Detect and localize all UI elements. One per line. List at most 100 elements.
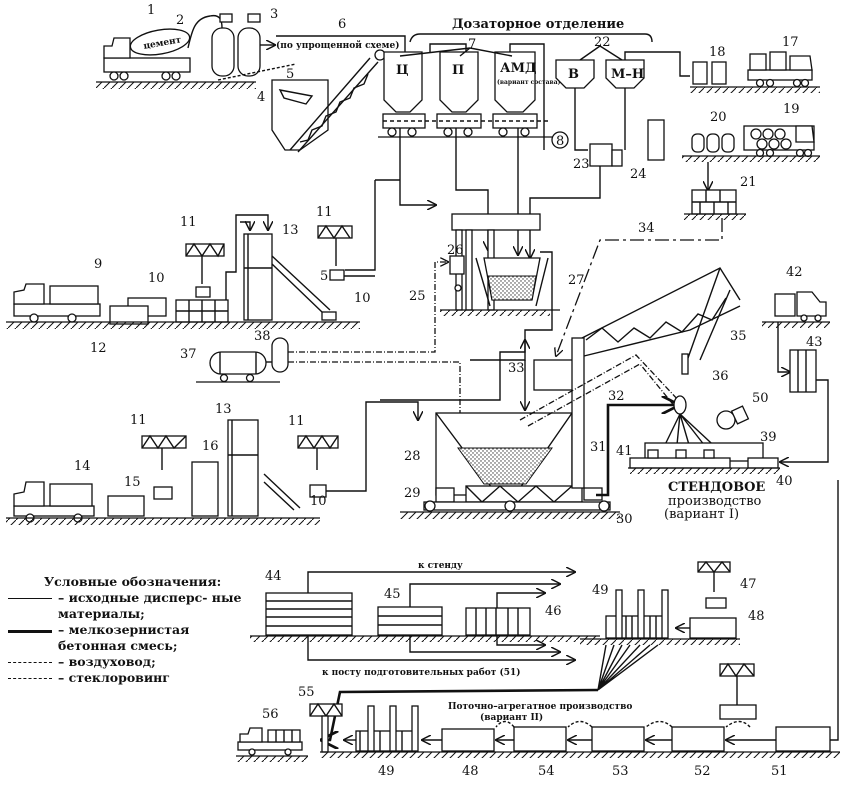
callout-42: 42 — [786, 265, 803, 280]
callout-11-d: 11 — [288, 414, 305, 429]
callout-48-top: 48 — [748, 609, 765, 624]
callout-35: 35 — [730, 329, 747, 344]
crane-11-a — [185, 242, 225, 298]
hopper-label-sand: П — [452, 63, 464, 78]
callout-32: 32 — [608, 389, 625, 404]
crane-55 — [309, 702, 343, 753]
bobbins-33 — [533, 359, 575, 391]
callout-17: 17 — [782, 35, 799, 50]
callout-48-bottom: 48 — [462, 764, 479, 779]
callout-47: 47 — [740, 577, 757, 592]
callout-18: 18 — [709, 45, 726, 60]
callout-7: 7 — [468, 37, 476, 52]
legend-line-thin-solid — [8, 590, 58, 606]
callout-23: 23 — [573, 157, 590, 172]
containers-18 — [692, 61, 727, 85]
callout-40: 40 — [776, 474, 793, 489]
callout-38: 38 — [254, 329, 271, 344]
tower-13-b — [227, 419, 301, 517]
products-49-top — [605, 589, 669, 639]
post-52 — [671, 726, 725, 752]
callout-43: 43 — [806, 335, 823, 350]
receiver-38 — [271, 337, 289, 373]
callout-16: 16 — [202, 439, 219, 454]
callout-28: 28 — [404, 449, 421, 464]
callout-37: 37 — [180, 347, 197, 362]
callout-11-a: 11 — [180, 215, 197, 230]
pallet-15 — [107, 495, 145, 517]
callout-6: 6 — [338, 17, 346, 32]
callout-49-bottom: 49 — [378, 764, 395, 779]
stack-44 — [265, 592, 353, 636]
post-54 — [513, 726, 567, 752]
callout-12: 12 — [90, 341, 107, 356]
callout-29: 29 — [404, 486, 421, 501]
callout-10-b: 10 — [354, 291, 371, 306]
camera-50 — [716, 405, 750, 430]
crane-11-d — [297, 434, 339, 498]
legend-line-dash-dot — [8, 670, 58, 686]
hopper-label-mn: М–Н — [611, 67, 644, 82]
callout-5-b: 5 — [320, 269, 328, 284]
callout-56: 56 — [262, 707, 279, 722]
callout-4: 4 — [257, 90, 265, 105]
legend-item-glass-roving: – стеклоровинг — [8, 670, 258, 686]
callout-50: 50 — [752, 391, 769, 406]
amd-note: (вариант состава) — [497, 79, 561, 86]
legend-item-concrete-mix: – мелкозернистая бетонная смесь; — [8, 622, 258, 654]
callout-10-c: 10 — [310, 494, 327, 509]
callout-8: 8 — [556, 134, 564, 149]
mold-48-top — [689, 617, 737, 639]
simplified-scheme-note: (по упрощенной схеме) — [276, 40, 399, 51]
callout-11-b: 11 — [316, 205, 333, 220]
callout-2: 2 — [176, 13, 184, 28]
hopper-label-amd: АМД — [500, 61, 537, 76]
stack-45 — [377, 606, 443, 636]
blocks-21 — [691, 189, 737, 215]
stand-production-line2: производство — [668, 494, 762, 509]
truck-17 — [747, 51, 813, 88]
callout-5-top: 5 — [286, 67, 294, 82]
legend-item-dispersed-materials: – исходные дисперс- ные материалы; — [8, 590, 258, 622]
callout-14: 14 — [74, 459, 91, 474]
stand-production-title: СТЕНДОВОЕ — [668, 480, 765, 495]
stand-production-line3: (вариант I) — [664, 507, 739, 522]
stack-43 — [789, 349, 817, 393]
callout-25: 25 — [409, 289, 426, 304]
inclined-conveyor-6 — [289, 49, 386, 153]
callout-31: 31 — [590, 440, 607, 455]
callout-19: 19 — [783, 102, 800, 117]
callout-27: 27 — [568, 273, 585, 288]
legend-item-air-duct: – воздуховод; — [8, 654, 258, 670]
tower-13-a — [243, 233, 331, 321]
callout-36: 36 — [712, 369, 729, 384]
cement-truck-1: цемент — [103, 28, 191, 81]
spray-gun-36 — [673, 395, 687, 415]
silos-3 — [211, 13, 261, 77]
callout-20: 20 — [710, 110, 727, 125]
products-49-bottom — [355, 705, 419, 752]
post-51 — [775, 726, 831, 752]
crane-11-b — [317, 224, 353, 281]
callout-39: 39 — [760, 430, 777, 445]
to-stand-label: к стенду — [418, 561, 463, 571]
blocks-10 — [109, 297, 167, 325]
forklift-42 — [774, 291, 827, 322]
mold-48-bottom — [441, 728, 495, 752]
hoppers-22: В М–Н — [555, 59, 645, 89]
truck-56 — [237, 727, 303, 756]
compressor-37 — [209, 351, 267, 383]
callout-34: 34 — [638, 221, 655, 236]
callout-49-top: 49 — [592, 583, 609, 598]
truck-14 — [13, 481, 95, 523]
to-prep-post-label: к посту подготовительных работ (51) — [322, 667, 521, 678]
callout-51: 51 — [771, 764, 788, 779]
callout-55: 55 — [298, 685, 315, 700]
callout-52: 52 — [694, 764, 711, 779]
crane-47 — [697, 560, 731, 609]
dosing-hoppers-7: Ц П АМД (вариант состава) — [382, 51, 561, 137]
truck-19 — [743, 125, 815, 158]
truck-9 — [13, 283, 101, 323]
callout-45: 45 — [384, 587, 401, 602]
